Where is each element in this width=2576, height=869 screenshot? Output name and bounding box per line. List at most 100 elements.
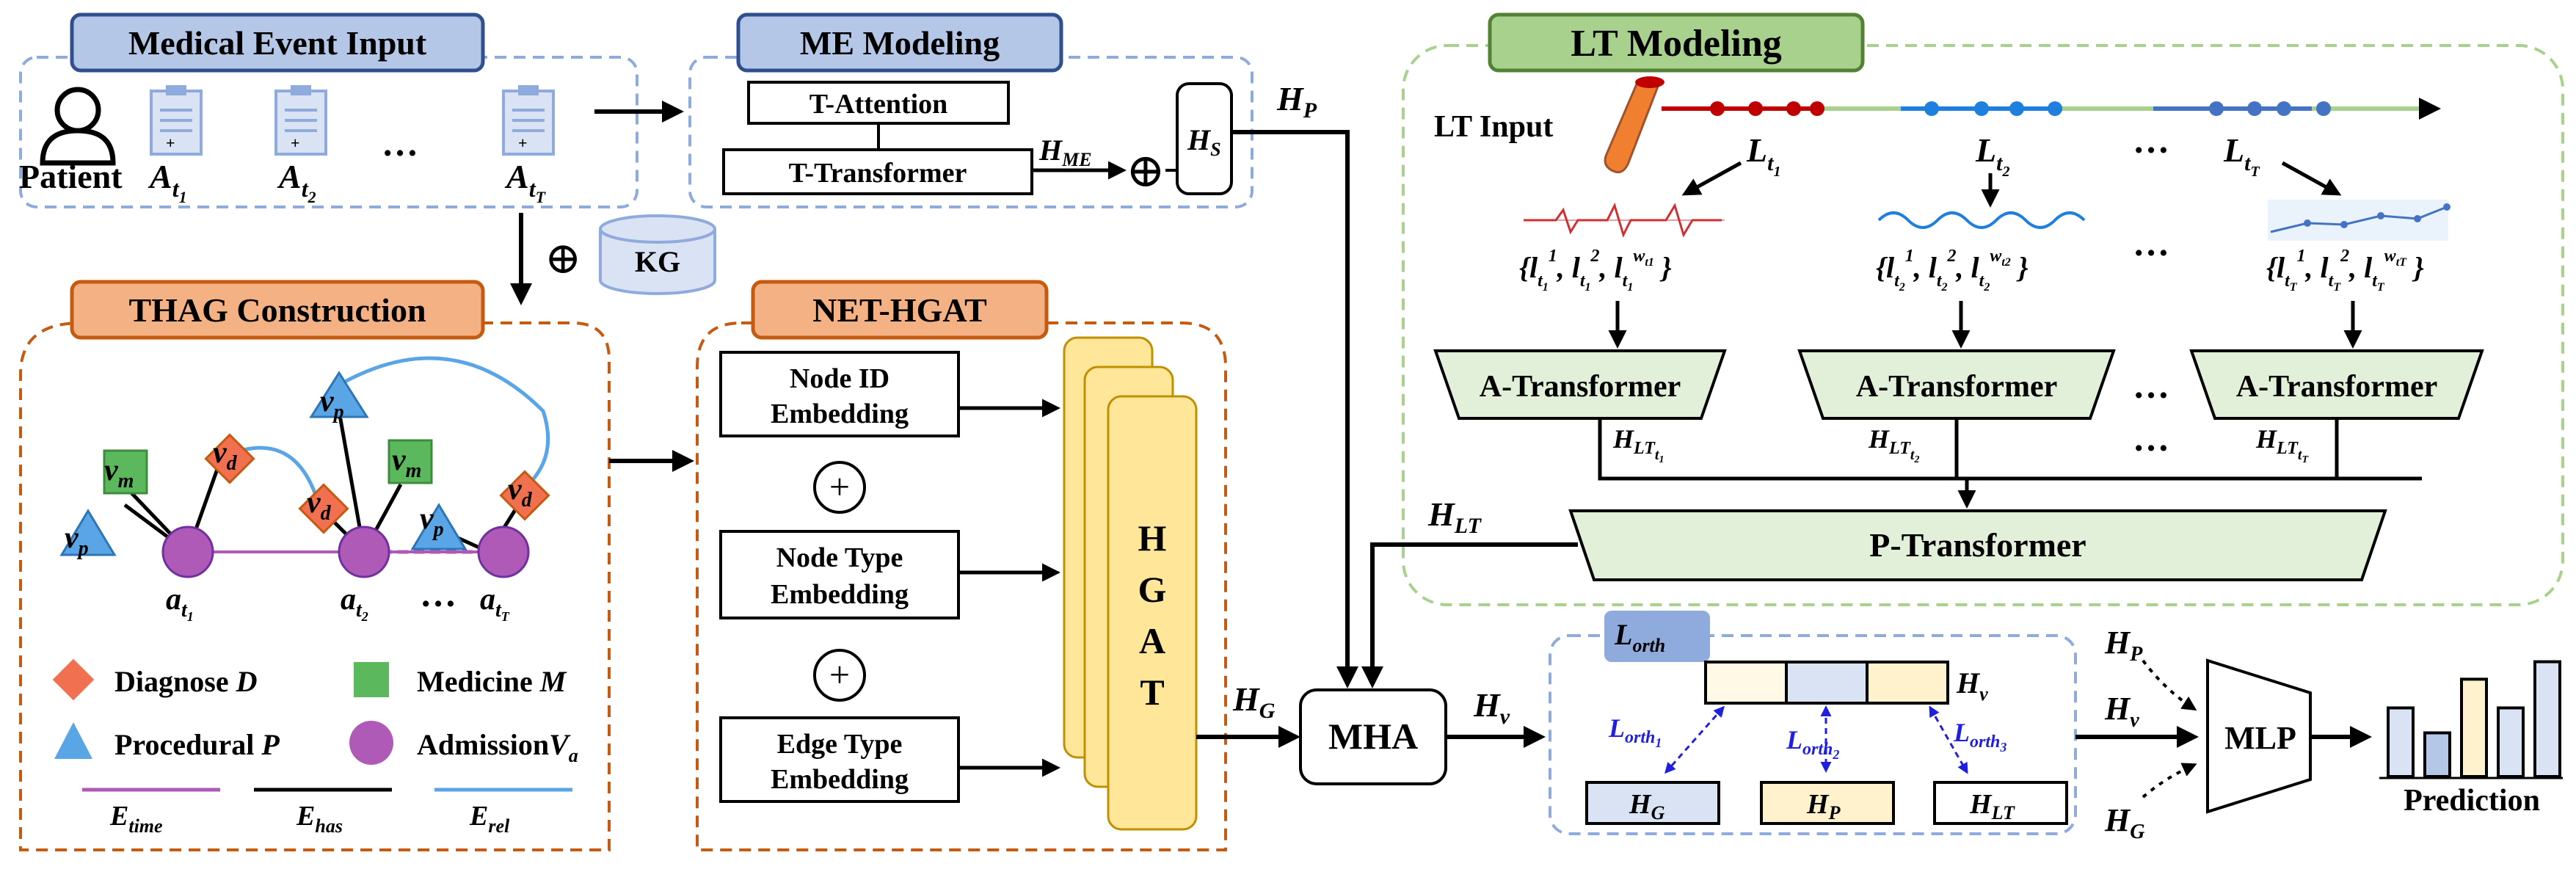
a-transformer-1: A-Transformer bbox=[1480, 370, 1681, 404]
mlp-label: MLP bbox=[2224, 720, 2296, 756]
lt-ellipsis-a: … bbox=[2133, 365, 2169, 406]
legend-e-time: Etime bbox=[109, 801, 163, 837]
document-icon: + bbox=[274, 85, 327, 156]
set-t1-label: {lt11, lt12, lt1wt1 } bbox=[1519, 247, 1672, 294]
document-icon: + bbox=[150, 85, 203, 156]
header-me-modeling: ME Modeling bbox=[800, 24, 1000, 62]
plus-kg-symbol: ⊕ bbox=[545, 234, 581, 283]
lt-ellipsis-h: … bbox=[2133, 418, 2169, 459]
lt-ellipsis-top: … bbox=[2133, 120, 2169, 161]
svg-text:+: + bbox=[518, 134, 528, 152]
ecg-waveform-icon bbox=[1524, 202, 1725, 239]
me-modeling-section: ME Modeling T-Attention T-Transformer HM… bbox=[688, 12, 1254, 208]
document-icon: + bbox=[502, 85, 555, 156]
prediction-bar-chart bbox=[2387, 660, 2561, 779]
h-lt-label: HLT bbox=[1427, 495, 1482, 538]
l-orth2-label: Lorth2 bbox=[1786, 725, 1839, 762]
legend-medicine: Medicine M bbox=[417, 665, 567, 698]
node-type-embedding-line2: Embedding bbox=[771, 579, 909, 610]
thag-construction-section: THAG Construction vm vm vd vd vd bbox=[19, 280, 611, 851]
a-t2-label: At2 bbox=[277, 158, 316, 206]
lt-sample-dots bbox=[1710, 101, 2331, 116]
vm-label: vm bbox=[392, 443, 421, 482]
ellipsis: … bbox=[382, 123, 418, 164]
a-tT-label: AtT bbox=[504, 158, 547, 206]
h-p-label: HP bbox=[1276, 80, 1317, 123]
mlp-block bbox=[2206, 658, 2312, 814]
blood-tube-icon bbox=[1604, 76, 1664, 174]
plus-symbol: ⊕ bbox=[1126, 145, 1165, 197]
legend-admission: AdmissionVa bbox=[417, 728, 578, 766]
node-id-embedding-line1: Node ID bbox=[790, 363, 889, 394]
plus-symbol: + bbox=[829, 466, 850, 507]
wave-signal-icon bbox=[1877, 211, 2086, 229]
trend-line-icon bbox=[2268, 200, 2451, 241]
header-medical-event-input: Medical Event Input bbox=[128, 24, 427, 62]
l-t2-label: Lt2 bbox=[1975, 131, 2009, 180]
p-transformer: P-Transformer bbox=[1869, 526, 2086, 564]
vp-label: vp bbox=[320, 385, 344, 423]
h-p-mlp-label: HP bbox=[2104, 625, 2143, 666]
svg-text:+: + bbox=[166, 134, 175, 152]
legend-procedural: Procedural P bbox=[114, 728, 280, 761]
edge-type-embedding-line1: Edge Type bbox=[777, 729, 903, 760]
svg-text:+: + bbox=[291, 134, 300, 152]
h-lt-tT-label: HLTtT bbox=[2255, 424, 2309, 465]
a-transformer-2: A-Transformer bbox=[1856, 370, 2057, 404]
legend-e-rel: Erel bbox=[469, 801, 510, 837]
l-tT-label: LtT bbox=[2223, 131, 2260, 180]
l-orth1-label: Lorth1 bbox=[1608, 713, 1662, 750]
h-me-label: HME bbox=[1038, 134, 1092, 170]
node-id-embedding-line2: Embedding bbox=[771, 399, 909, 429]
t-attention-box: T-Attention bbox=[809, 89, 948, 120]
a-t1-label: At1 bbox=[148, 158, 187, 206]
prediction-label: Prediction bbox=[2404, 784, 2540, 818]
a-transformer-T: A-Transformer bbox=[2236, 370, 2437, 404]
h-g-label: HG bbox=[1232, 680, 1276, 723]
h-p-vector: HP bbox=[1806, 789, 1841, 823]
vp-label: vp bbox=[65, 521, 89, 560]
h-v-label: Hv bbox=[1473, 686, 1510, 729]
l-orth-header: Lorth bbox=[1614, 618, 1665, 656]
legend-e-has: Ehas bbox=[296, 801, 343, 837]
vd-label: vd bbox=[508, 473, 533, 512]
orthogonal-block: Lorth Hv Lorth1 Lorth2 Lorth3 HG HP HLT bbox=[1549, 611, 2077, 835]
vd-label: vd bbox=[213, 436, 238, 475]
prediction-bar bbox=[2387, 706, 2415, 778]
edge-type-embedding-line2: Embedding bbox=[771, 764, 909, 795]
set-tT-label: {ltT1, ltT2, ltTwtT } bbox=[2266, 247, 2424, 294]
legend-diagnose: Diagnose D bbox=[114, 665, 257, 698]
prediction-bar bbox=[2460, 677, 2488, 779]
l-orth3-label: Lorth3 bbox=[1953, 718, 2006, 755]
h-s-label: HS bbox=[1187, 123, 1221, 160]
header-net-hgat: NET-HGAT bbox=[812, 291, 987, 329]
mha-label: MHA bbox=[1328, 716, 1418, 757]
l-t1-label: Lt1 bbox=[1746, 131, 1780, 180]
vd-label: vd bbox=[307, 486, 332, 525]
header-lt-modeling: LT Modeling bbox=[1571, 23, 1782, 65]
kg-database-icon bbox=[599, 214, 716, 295]
vp-label: vp bbox=[420, 502, 444, 541]
h-lt-t1-label: HLTt1 bbox=[1612, 424, 1664, 465]
lt-input-label: LT Input bbox=[1434, 110, 1553, 144]
patient-label: Patient bbox=[19, 158, 123, 195]
patient-icon bbox=[40, 87, 116, 166]
prediction-bar bbox=[2423, 731, 2451, 778]
hgat-letter-a: A bbox=[1139, 620, 1165, 661]
hgat-letter-h: H bbox=[1138, 517, 1167, 559]
prediction-bar bbox=[2533, 660, 2561, 778]
t-transformer-box: T-Transformer bbox=[789, 158, 967, 189]
hgat-letter-t: T bbox=[1140, 672, 1164, 713]
a-tT-node-label: atT bbox=[480, 583, 510, 624]
h-lt-vector: HLT bbox=[1969, 789, 2015, 823]
kg-label: KG bbox=[635, 245, 680, 278]
hgat-letter-g: G bbox=[1138, 569, 1167, 610]
lt-modeling-section: LT Modeling LT Input Lt1 Lt2 … LtT bbox=[1402, 12, 2564, 606]
h-v-vector-label: Hv bbox=[1956, 666, 1988, 705]
plus-symbol: + bbox=[829, 654, 850, 695]
medical-event-input-section: Medical Event Input Patient + + bbox=[19, 12, 638, 208]
header-thag-construction: THAG Construction bbox=[128, 291, 426, 329]
h-g-vector: HG bbox=[1629, 789, 1665, 823]
set-t2-label: {lt21, lt22, lt2wt2 } bbox=[1876, 247, 2029, 294]
